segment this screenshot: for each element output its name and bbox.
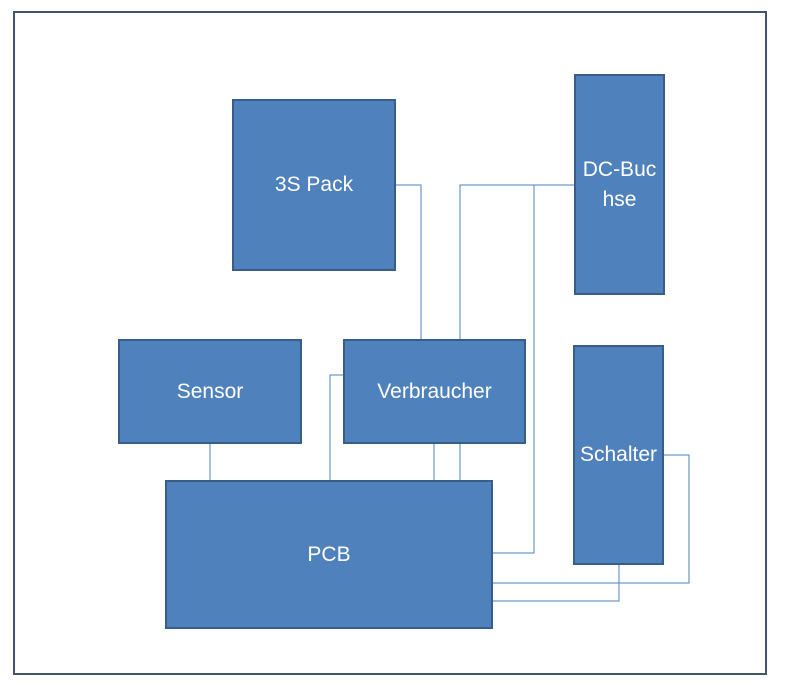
pcb-label: PCB xyxy=(307,542,351,566)
load-block: Verbraucher xyxy=(343,339,526,444)
wire-dc-to-pcb xyxy=(492,185,535,554)
sensor-label: Sensor xyxy=(176,379,244,403)
wire-switch-to-pcb-a xyxy=(492,454,690,584)
pack-label: 3S Pack xyxy=(274,173,354,196)
wire-load-to-pcb-b xyxy=(329,374,345,481)
wire-pack-to-load xyxy=(396,184,422,341)
switch-label: Schalter xyxy=(579,443,658,466)
load-label: Verbraucher xyxy=(377,379,492,403)
switch-block: Schalter xyxy=(573,345,664,565)
pack-block: 3S Pack xyxy=(232,99,396,271)
dc-socket-block: DC-Buchse xyxy=(574,74,665,295)
wire-switch-to-pcb-b xyxy=(492,565,620,602)
sensor-block: Sensor xyxy=(118,339,302,444)
dc-socket-label: DC-Buchse xyxy=(582,157,657,211)
pcb-block: PCB xyxy=(165,480,493,629)
